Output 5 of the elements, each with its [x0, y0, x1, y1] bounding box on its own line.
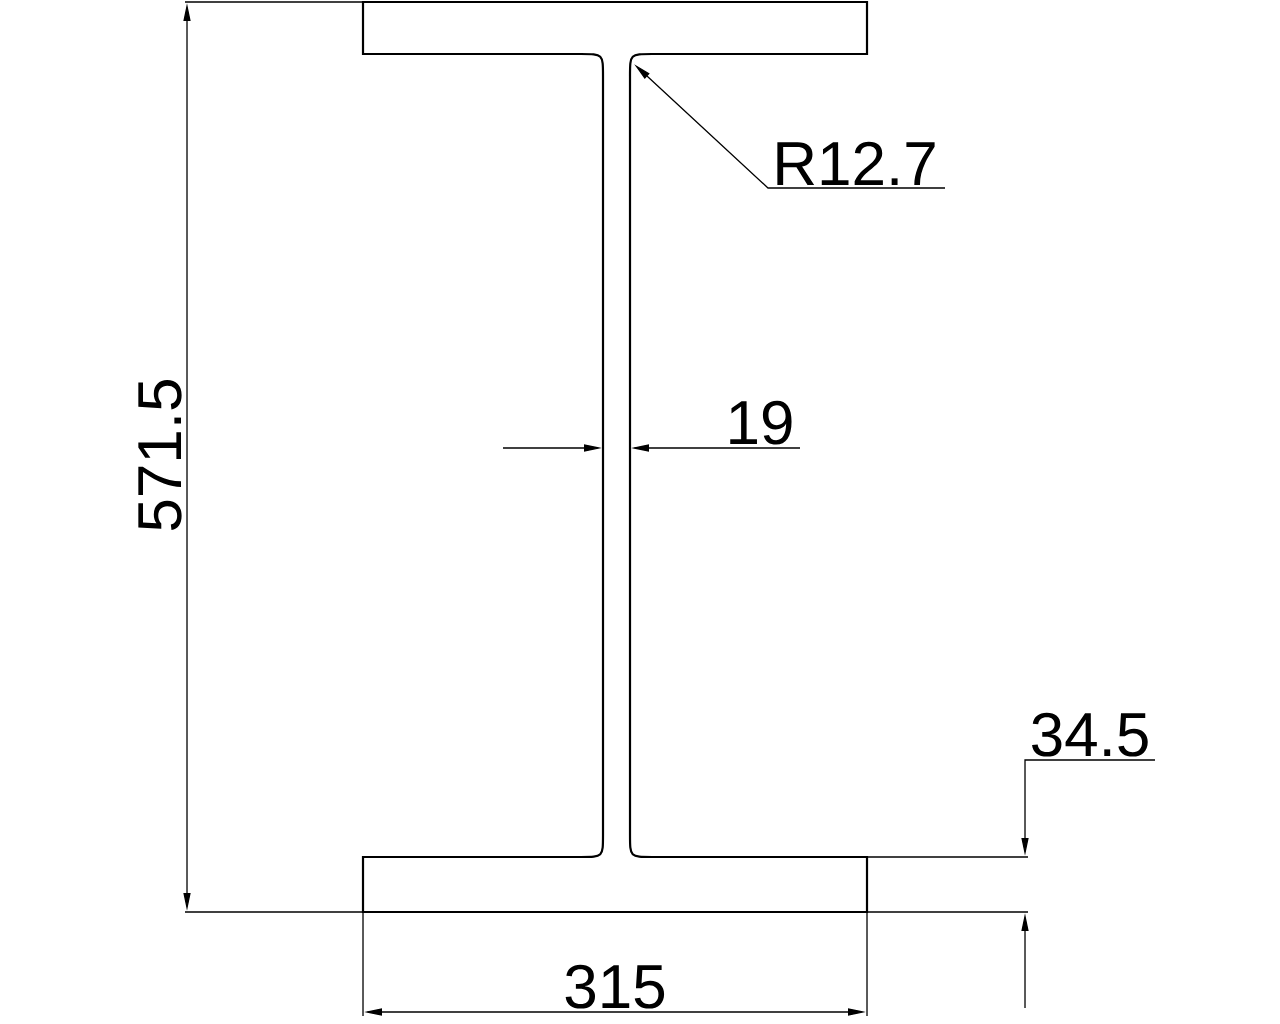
- dimension-text: R12.7: [777, 141, 935, 185]
- dimension-text: 34.5: [1032, 712, 1148, 757]
- dimension-text: 19: [730, 400, 792, 445]
- dimension-text: 571.5: [138, 380, 182, 531]
- dimension-text: 315: [565, 964, 665, 1009]
